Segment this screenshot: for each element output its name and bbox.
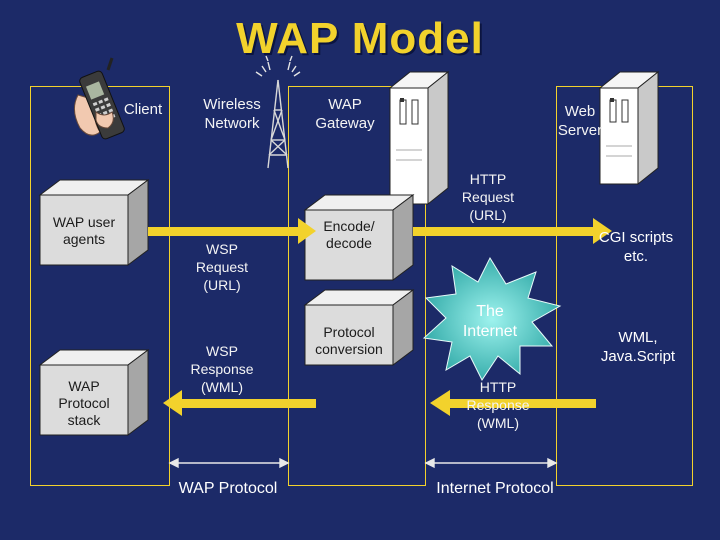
web-server-label: Web Server [557, 103, 603, 139]
protocol-conversion-box [303, 289, 415, 366]
web-server-icon [598, 70, 660, 186]
wap-user-agents-text: WAP user agents [52, 214, 116, 247]
internet-label: The Internet [462, 303, 518, 340]
wsp-response-label: WSP Response (WML) [190, 343, 254, 395]
wap-user-agents-box [38, 179, 150, 266]
client-label: Client [123, 101, 163, 118]
wap-protocol-stack-text: WAP Protocol stack [58, 378, 110, 428]
wsp-request-label: WSP Request (URL) [195, 241, 249, 293]
cgi-scripts-label: CGI scripts etc. [598, 229, 674, 265]
wml-javascript-label: WML, Java.Script [600, 329, 676, 365]
wap-protocol-stack-box [38, 349, 150, 436]
gateway-column [288, 86, 426, 486]
gateway-server-icon [388, 70, 450, 206]
antenna-tower-icon [255, 55, 301, 169]
internet-protocol-label: Internet Protocol [436, 480, 554, 497]
http-response-label: HTTP Response (WML) [466, 379, 530, 431]
protocol-conversion-text: Protocol conversion [315, 324, 383, 357]
encode-decode-box [303, 194, 415, 281]
response-arrow-right [430, 390, 596, 416]
internet-burst-icon [422, 256, 562, 381]
request-arrow-left [148, 218, 316, 244]
http-request-label: HTTP Request (URL) [461, 171, 515, 223]
request-arrow-right [413, 218, 612, 244]
encode-decode-text: Encode/ decode [323, 218, 375, 251]
wap-protocol-label: WAP Protocol [178, 480, 278, 497]
internet-protocol-span [424, 457, 558, 469]
mobile-phone-icon [74, 57, 125, 140]
page-title: WAP Model [236, 14, 484, 63]
gateway-label: WAP Gateway [315, 96, 375, 132]
response-arrow-left [163, 390, 316, 416]
wap-protocol-span [168, 457, 290, 469]
wireless-network-label: Wireless Network [203, 96, 261, 132]
